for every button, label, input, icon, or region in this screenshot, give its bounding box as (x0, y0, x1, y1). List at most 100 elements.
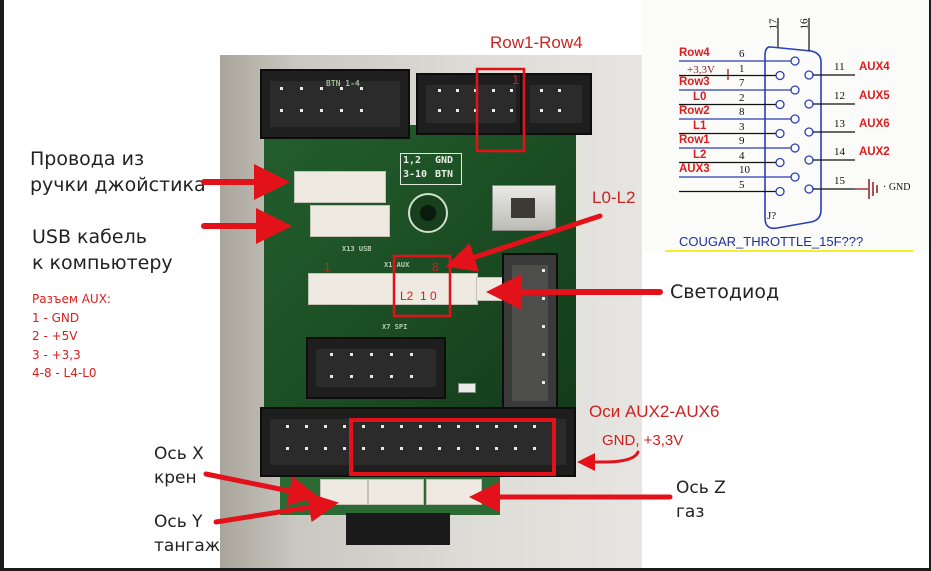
pin-number: 6 (739, 48, 745, 60)
usb-cable-line2: к компьютеру (32, 252, 173, 274)
header-pin (324, 447, 327, 450)
header-pin (436, 287, 439, 290)
connector-designator: J? (767, 210, 777, 222)
axes-aux-label: Оси AUX2-AUX6 (589, 402, 720, 421)
header-pin (362, 447, 365, 450)
header-pin (336, 287, 339, 290)
btn-header: BTN 1-4 (260, 69, 410, 139)
pin-socket (804, 127, 814, 137)
header-pin (457, 425, 460, 428)
jumper-block (346, 513, 450, 545)
silk-btn: BTN (435, 169, 454, 180)
axis-z-connector (426, 479, 482, 505)
row-header-left (416, 73, 526, 135)
pin-socket (790, 85, 800, 95)
pin-number: 2 (739, 91, 745, 104)
mini-usb-connector (492, 185, 556, 231)
header-pin (350, 353, 353, 356)
pin-number: 7 (739, 77, 745, 89)
pin-net-label: Row2 (679, 105, 710, 117)
header-pin (419, 425, 422, 428)
silk-btn-pins: 3-10 (403, 169, 428, 180)
header-pin (360, 109, 363, 112)
header-pin (492, 89, 495, 92)
silk-table: 1,2 GND 3-10 BTN (400, 153, 462, 185)
connector-body (764, 46, 822, 230)
caption-underline (665, 250, 913, 252)
header-pin (438, 109, 441, 112)
header-pin (416, 287, 419, 290)
header-pin (350, 375, 353, 378)
header-pin (542, 297, 545, 300)
header-pin (456, 287, 459, 290)
header-pin (542, 381, 545, 384)
header-pin (343, 425, 346, 428)
axis-y-line2: тангаж (154, 536, 221, 556)
board-photo: BTN 1-4 1,2 GND 3-10 BTN X13 USB X1 AUX … (220, 55, 642, 568)
aux-l-markers: L2 1 0 (400, 289, 437, 303)
header-pin (330, 353, 333, 356)
header-pin (390, 353, 393, 356)
pin-net-label: AUX4 (859, 61, 890, 73)
header-pin (305, 425, 308, 428)
header-pin (510, 89, 513, 92)
axes-aux-sublabel: GND, +3,3V (602, 432, 684, 449)
header-pin (396, 287, 399, 290)
pin-number: 5 (739, 178, 745, 191)
joystick-wires-line2: ручки джойстика (30, 174, 206, 196)
header-pin (410, 375, 413, 378)
pin-net-label: Row4 (679, 47, 710, 59)
header-pin (286, 447, 289, 450)
header-pin (438, 89, 441, 92)
mounting-hole (408, 193, 448, 233)
header-pin (552, 447, 555, 450)
header-pin (320, 109, 323, 112)
header-pin (343, 447, 346, 450)
header-pin (457, 447, 460, 450)
axis-x-label: Ось X крен (154, 442, 204, 490)
pin-number: 13 (834, 118, 845, 130)
pin-net-label: L1 (693, 119, 707, 132)
silk-gnd: GND (435, 155, 454, 166)
header-pin (300, 109, 303, 112)
header-pin (280, 109, 283, 112)
aux-axes-header (260, 407, 576, 477)
axis-x-line1: Ось X (154, 444, 204, 464)
spi-header (306, 337, 446, 399)
header-pin (476, 425, 479, 428)
gnd-label: · GND (883, 182, 911, 193)
header-pin (370, 353, 373, 356)
pin-net-label: L0 (693, 90, 707, 103)
diagram-canvas: BTN 1-4 1,2 GND 3-10 BTN X13 USB X1 AUX … (4, 0, 929, 568)
header-pin (400, 425, 403, 428)
header-pin (533, 425, 536, 428)
aux-connector-legend: Разъем AUX: 1 - GND 2 - +5V 3 - +3,3 4-8… (32, 290, 111, 383)
usb-cable-line1: USB кабель (32, 226, 147, 248)
header-pin (376, 287, 379, 290)
aux-legend-title: Разъем AUX: (32, 292, 111, 306)
header-pin (360, 87, 363, 90)
aux-legend-line: 2 - +5V (32, 329, 78, 343)
joystick-wires-connector (294, 171, 386, 203)
header-pin (280, 87, 283, 90)
axis-x-line2: крен (154, 468, 197, 488)
header-pin (340, 109, 343, 112)
axis-x-connector (320, 479, 368, 505)
pin-socket (790, 56, 800, 66)
header-pin (390, 375, 393, 378)
header-pin (330, 375, 333, 378)
axis-z-label: Ось Z газ (676, 476, 726, 524)
right-vertical-header (502, 253, 558, 413)
pin-socket (775, 186, 785, 197)
pin-socket (804, 155, 814, 165)
aux-legend-line: 4-8 - L4-L0 (32, 366, 97, 380)
pin-number: 10 (739, 164, 750, 176)
usb-cable-label: USB кабель к компьютеру (32, 224, 173, 276)
aux-pin1-marker: 1 (324, 260, 331, 274)
header-pin (419, 447, 422, 450)
pin-net-label: Row1 (679, 134, 710, 146)
aux-legend-line: 3 - +3,3 (32, 347, 81, 362)
header-pin (474, 109, 477, 112)
pin-number: 17 (767, 18, 780, 30)
